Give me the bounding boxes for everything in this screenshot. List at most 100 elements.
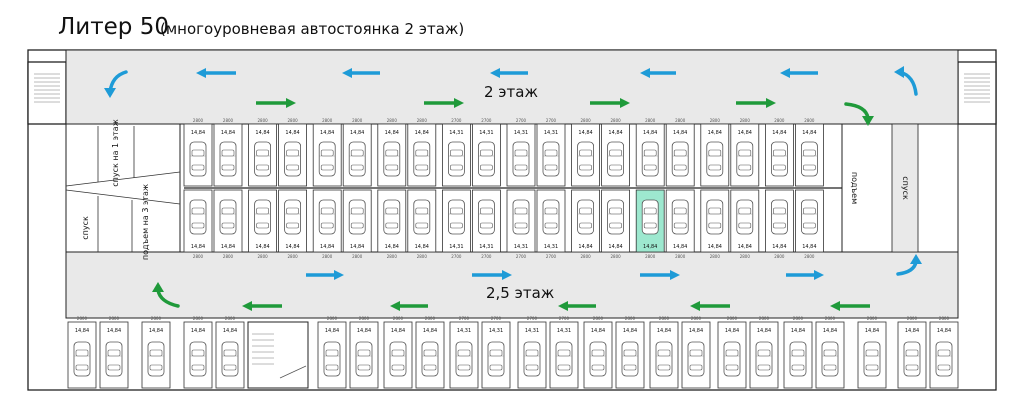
spot-area-label: 14,84 bbox=[657, 328, 671, 334]
direction-arrow-icon bbox=[786, 270, 824, 280]
direction-arrow-icon bbox=[424, 98, 464, 108]
spot-area-label: 14,84 bbox=[725, 328, 739, 334]
spot-width-label: 2700 bbox=[451, 254, 462, 259]
spot-area-label: 14,31 bbox=[514, 244, 528, 250]
car-icon bbox=[736, 141, 754, 177]
spot-width-label: 2800 bbox=[793, 316, 804, 321]
spot-width-label: 2800 bbox=[645, 254, 656, 259]
car-icon bbox=[447, 141, 465, 177]
stairwell-bottom bbox=[247, 321, 309, 389]
spot-width-label: 2800 bbox=[825, 316, 836, 321]
spot-width-label: 2800 bbox=[151, 316, 162, 321]
spot-width-label: 2800 bbox=[740, 118, 751, 123]
spot-area-label: 14,84 bbox=[325, 328, 339, 334]
parking-spot[interactable]: 14,84 2800 bbox=[665, 189, 695, 259]
stairs-right bbox=[964, 73, 990, 103]
car-icon bbox=[219, 141, 237, 177]
car-icon bbox=[284, 141, 302, 177]
parking-spot[interactable]: 14,84 2800 bbox=[783, 316, 813, 389]
spot-width-label: 2700 bbox=[559, 316, 570, 321]
spot-area-label: 14,84 bbox=[791, 328, 805, 334]
spot-area-label: 14,31 bbox=[479, 244, 493, 250]
spot-width-label: 2800 bbox=[907, 316, 918, 321]
spot-area-label: 14,84 bbox=[673, 244, 687, 250]
car-icon bbox=[254, 141, 272, 177]
spot-width-label: 2800 bbox=[417, 254, 428, 259]
spot-area-label: 14,84 bbox=[708, 244, 722, 250]
spot-width-label: 2800 bbox=[193, 254, 204, 259]
spot-area-label: 14,84 bbox=[643, 130, 657, 136]
parking-spot[interactable]: 14,84 2800 bbox=[717, 316, 747, 389]
car-icon bbox=[221, 341, 239, 377]
spot-width-label: 2800 bbox=[675, 254, 686, 259]
spot-area-label: 14,84 bbox=[802, 130, 816, 136]
car-icon bbox=[318, 141, 336, 177]
spot-width-label: 2800 bbox=[727, 316, 738, 321]
upper-driveway bbox=[65, 49, 959, 125]
direction-arrow-icon bbox=[472, 270, 512, 280]
